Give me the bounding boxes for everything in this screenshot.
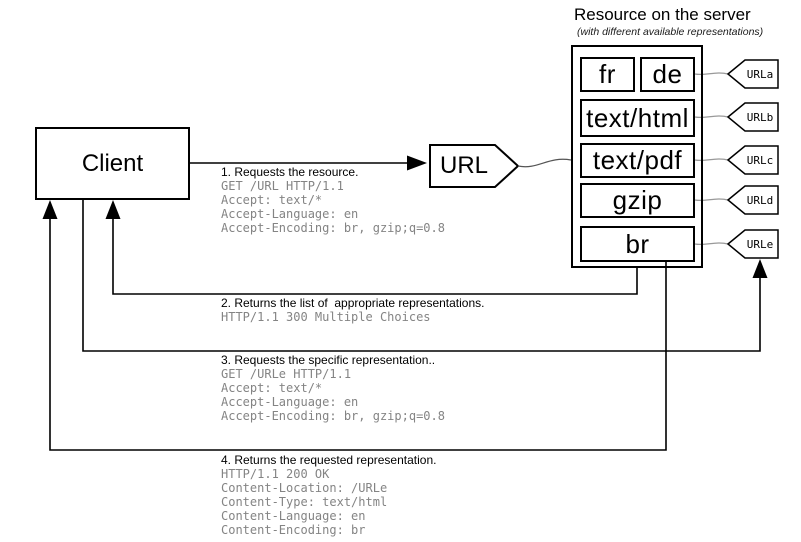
connector-urla: [694, 72, 729, 76]
step2-http-line: HTTP/1.1 300 Multiple Choices: [221, 310, 431, 324]
connector-urld: [694, 198, 729, 202]
client-label: Client: [81, 149, 144, 177]
step3-request-line: [82, 200, 761, 352]
representation-de: de: [640, 57, 695, 92]
page-subtitle: (with different available representation…: [577, 26, 764, 38]
page-title: Resource on the server: [574, 5, 751, 24]
step3-http-line: Accept: text/*: [221, 381, 323, 395]
representation-text-html: text/html: [580, 99, 695, 137]
step3-label: 3. Requests the specific representation.…: [221, 353, 436, 367]
url-tag-urla: URLa: [742, 60, 778, 88]
step1-http-line: Accept-Encoding: br, gzip;q=0.8: [221, 221, 445, 235]
representation-label: text/html: [586, 102, 689, 133]
representation-fr: fr: [580, 57, 635, 92]
url-node-text: URL: [439, 152, 488, 179]
url-to-server-connector: [517, 158, 572, 168]
url-tag-shape-d: [726, 185, 779, 215]
step4-http-line: HTTP/1.1 200 OK: [221, 467, 330, 481]
step2-arrowhead-icon: [105, 200, 121, 219]
representation-label: fr: [599, 59, 616, 89]
step4-http-line: Content-Language: en: [221, 509, 366, 523]
step1-http-line: Accept-Language: en: [221, 207, 359, 221]
url-tag-urld: URLd: [742, 186, 778, 214]
step3-http-line: GET /URLe HTTP/1.1: [221, 367, 352, 381]
step3-http-line: Accept-Encoding: br, gzip;q=0.8: [221, 409, 445, 423]
url-tag-text: URLa: [746, 67, 774, 81]
step4-http-line: Content-Type: text/html: [221, 495, 388, 509]
step2-label: 2. Returns the list of appropriate repre…: [221, 296, 485, 310]
url-tag-shape-e: [726, 229, 779, 259]
representation-gzip: gzip: [580, 183, 695, 218]
representation-label: gzip: [612, 185, 663, 215]
connector-urle: [694, 242, 729, 246]
url-tag-text: URLd: [746, 193, 774, 207]
step4-label: 4. Returns the requested representation.: [221, 453, 437, 467]
step1-http-line: GET /URL HTTP/1.1: [221, 179, 344, 193]
step4-http-line: Content-Encoding: br: [221, 523, 366, 537]
step4-response-line: [49, 217, 667, 451]
step1-arrowhead-icon: [407, 155, 427, 171]
representation-label: br: [625, 228, 650, 259]
url-tag-text: URLe: [746, 237, 774, 251]
url-tag-text: URLc: [746, 153, 774, 167]
step1-label: 1. Requests the resource.: [221, 165, 359, 179]
url-tag-shape-c: [726, 145, 779, 175]
step4-http-line: Content-Location: /URLe: [221, 481, 388, 495]
url-node: URL: [430, 145, 498, 187]
step2-annotation: 2. Returns the list of appropriate repre…: [221, 296, 484, 324]
server-resource-box: [571, 45, 703, 268]
url-tag-shape-b: [726, 102, 779, 132]
step3-annotation: 3. Requests the specific representation.…: [221, 353, 445, 423]
url-tag-urlb: URLb: [742, 103, 778, 131]
connector-urlc: [694, 158, 729, 162]
client-node: Client: [35, 127, 190, 200]
step2-response-line: [112, 217, 638, 295]
step4-arrowhead-icon: [42, 200, 58, 219]
representation-br: br: [580, 226, 695, 262]
url-tag-urle: URLe: [742, 230, 778, 258]
step1-annotation: 1. Requests the resource. GET /URL HTTP/…: [221, 165, 445, 235]
step4-annotation: 4. Returns the requested representation.…: [221, 453, 436, 537]
step3-http-line: Accept-Language: en: [221, 395, 359, 409]
representation-label: de: [652, 59, 683, 89]
url-node-shape: [429, 144, 520, 188]
representation-text-pdf: text/pdf: [580, 143, 695, 178]
url-tag-shape-a: [726, 59, 779, 89]
url-tag-text: URLb: [746, 110, 774, 124]
representation-label: text/pdf: [592, 145, 683, 175]
connector-urlb: [694, 115, 729, 119]
url-tag-urlc: URLc: [742, 146, 778, 174]
step3-arrowhead-icon: [752, 259, 768, 278]
step1-http-line: Accept: text/*: [221, 193, 323, 207]
